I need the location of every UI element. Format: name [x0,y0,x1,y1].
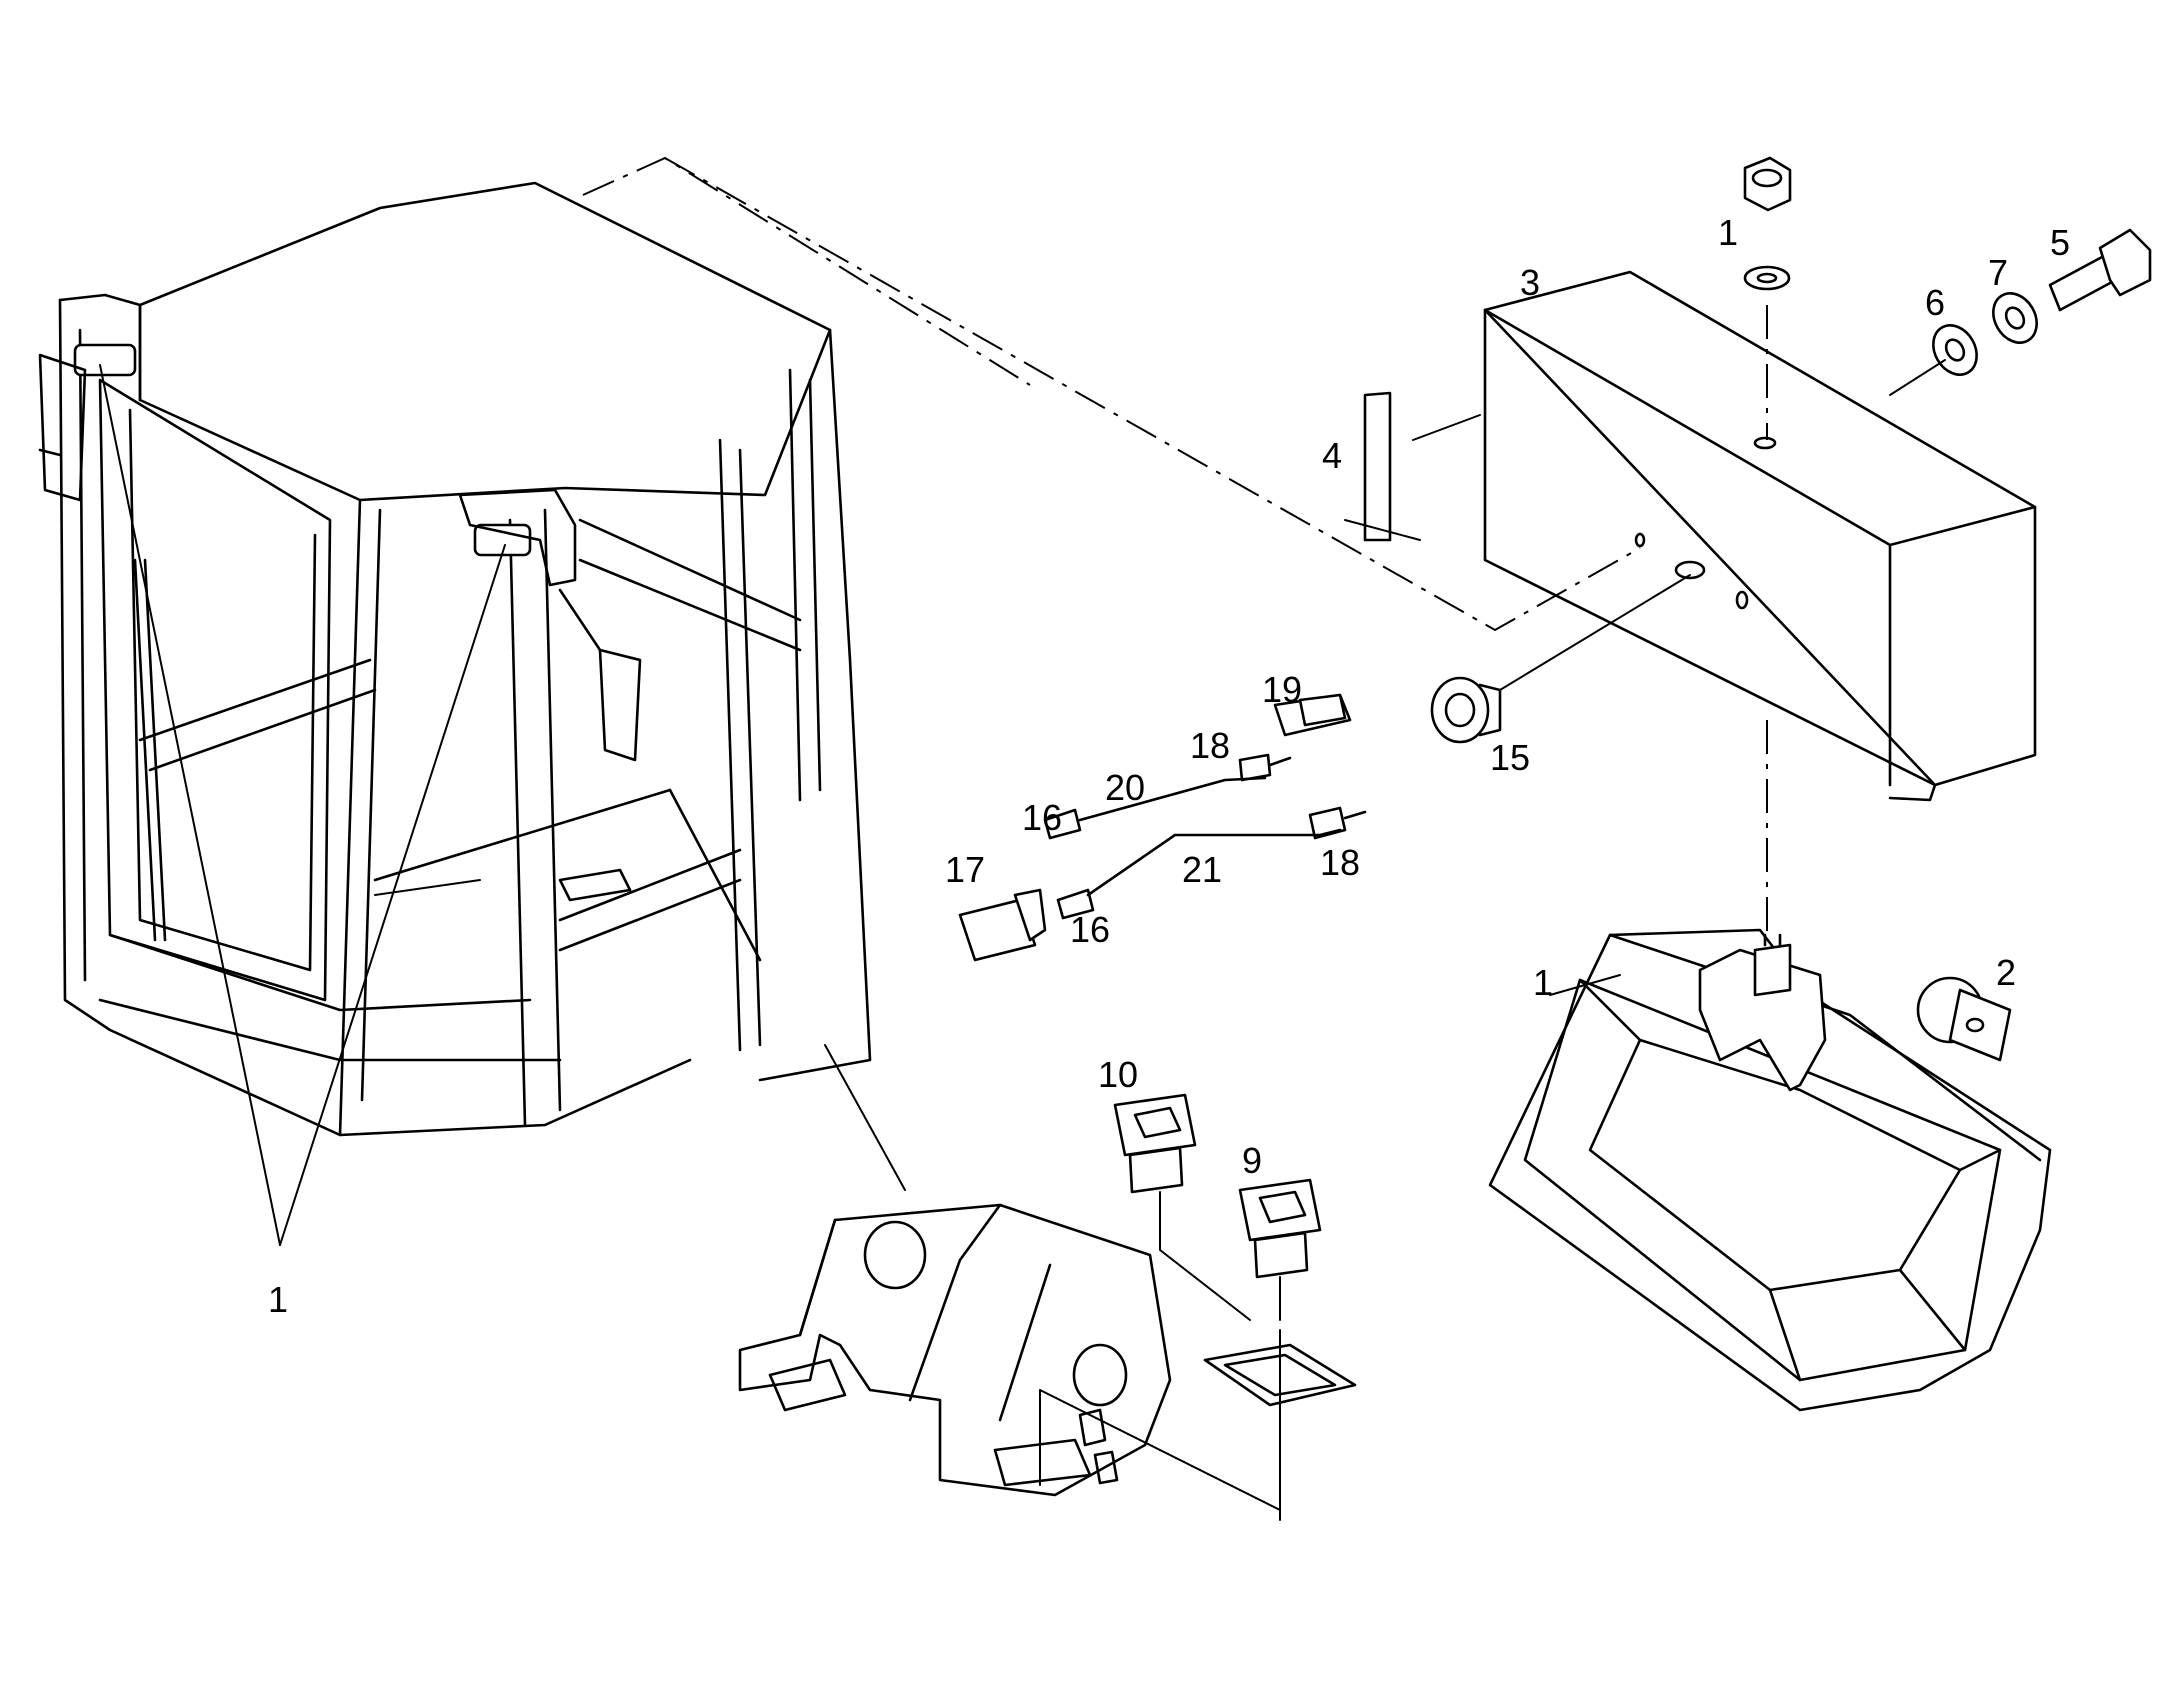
callout-3: 3 [1520,262,1540,303]
bulb-2 [1916,976,2012,1062]
callout-1-nut: 1 [1718,212,1738,253]
callout-18-lower: 18 [1320,842,1360,883]
callout-18-upper: 18 [1190,725,1230,766]
leader-1-cab [99,364,281,1246]
part-4-strip [1344,391,1421,542]
switch-bezel [1203,1329,1357,1521]
nut-top [1743,156,1792,440]
callout-16-upper: 16 [1022,797,1062,838]
callout-4: 4 [1322,435,1342,476]
callout-1-lamp: 1 [1533,962,1553,1003]
callout-21: 21 [1182,849,1222,890]
rocker-switch-10 [1113,1093,1251,1321]
lamp-box [1483,270,2037,802]
leader-dashdot-lamp [664,157,1641,632]
callout-15: 15 [1490,737,1530,778]
callout-16-lower: 16 [1070,909,1110,950]
callout-10: 10 [1098,1054,1138,1095]
operator-cab [38,181,872,1137]
callout-9: 9 [1242,1140,1262,1181]
callout-17: 17 [945,849,985,890]
grommet-15 [1430,574,1691,744]
rocker-switch-9 [1238,1178,1322,1321]
callout-20: 20 [1105,767,1145,808]
leader-3 [1412,414,1481,441]
wiring-harness [958,693,1367,962]
leader-1-cab-b [279,544,506,1246]
leader-dashdot-cab [582,156,1031,386]
callout-19: 19 [1262,669,1302,710]
callout-5: 5 [2050,222,2070,263]
bolt-and-washers [1889,228,2152,396]
callout-1-cab: 1 [268,1279,288,1320]
dash-panel [374,879,1281,1511]
callout-6: 6 [1925,282,1945,323]
callout-7: 7 [1988,252,2008,293]
work-lamp [1488,720,2052,1412]
callout-2: 2 [1996,952,2016,993]
